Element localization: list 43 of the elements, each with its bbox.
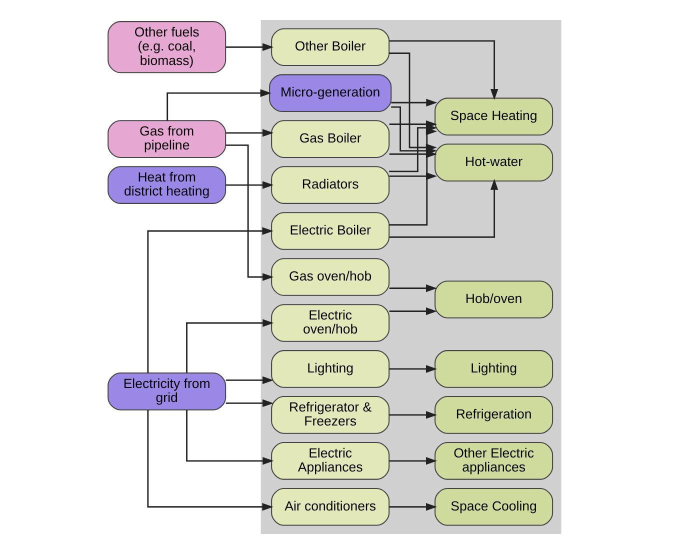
arrow xyxy=(389,307,438,316)
arrow xyxy=(147,227,274,374)
arrow xyxy=(389,503,438,511)
arrow xyxy=(389,457,438,465)
node-box: Electric Boiler xyxy=(271,212,390,250)
node-box: Air conditioners xyxy=(271,488,390,526)
arrow xyxy=(389,284,438,292)
arrow xyxy=(186,410,274,465)
arrow xyxy=(389,411,438,419)
arrow xyxy=(166,89,272,121)
node-box: Other fuels (e.g. coal, biomass) xyxy=(108,21,226,74)
node-box: Lighting xyxy=(434,350,554,388)
arrow xyxy=(226,399,274,408)
node-box: Electricity from grid xyxy=(108,372,226,410)
arrow xyxy=(389,172,438,180)
node-box: Lighting xyxy=(271,350,390,388)
arrow xyxy=(226,129,274,137)
node-box: Hot-water xyxy=(434,144,554,182)
arrow xyxy=(226,43,274,51)
node-box: Space Heating xyxy=(434,98,554,136)
node-box: Hob/oven xyxy=(434,280,554,318)
arrow xyxy=(390,40,498,100)
node-box: Electric oven/hob xyxy=(271,304,390,342)
arrow xyxy=(226,181,274,189)
node-box: Gas from pipeline xyxy=(108,120,226,158)
node-box: Micro-generation xyxy=(269,74,392,112)
arrow xyxy=(226,144,274,281)
node-box: Gas oven/hob xyxy=(271,258,390,296)
arrow xyxy=(390,178,498,238)
arrow xyxy=(226,376,274,384)
node-box: Electric Appliances xyxy=(271,442,390,480)
node-box: Heat from district heating xyxy=(108,166,226,204)
arrow xyxy=(147,410,274,511)
node-box: Refrigerator & Freezers xyxy=(271,396,390,434)
node-box: Gas Boiler xyxy=(271,120,390,158)
arrow xyxy=(186,319,274,373)
node-box: Radiators xyxy=(271,166,390,204)
arrow xyxy=(391,98,438,106)
node-box: Space Cooling xyxy=(434,488,554,526)
node-box: Refrigeration xyxy=(434,396,554,434)
node-box: Other Electric appliances xyxy=(434,442,554,480)
arrow xyxy=(389,365,438,373)
node-box: Other Boiler xyxy=(271,28,390,66)
